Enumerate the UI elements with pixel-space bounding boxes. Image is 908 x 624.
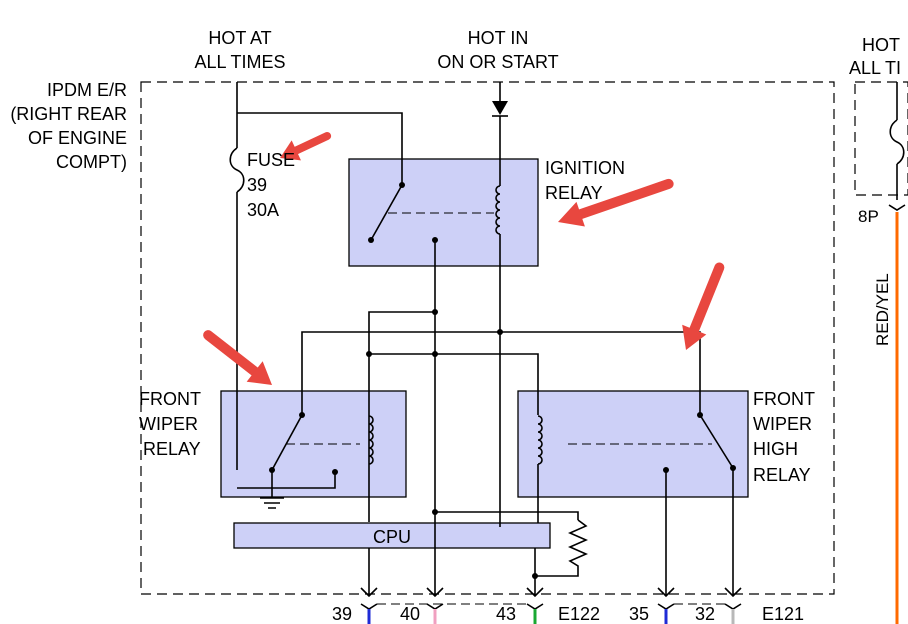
module-label-line1: IPDM E/R bbox=[47, 80, 127, 100]
front-wiper-high-relay-coil bbox=[537, 415, 543, 465]
always-hot-branch bbox=[237, 112, 403, 185]
module-label-line4: COMPT) bbox=[56, 152, 127, 172]
ground-icon bbox=[260, 497, 284, 509]
high-relay-label-line1: FRONT bbox=[753, 389, 815, 409]
front-wiper-relay-box bbox=[220, 390, 407, 498]
front-wiper-relay-nc-wire bbox=[237, 472, 336, 489]
resistor-top-wire bbox=[435, 511, 579, 520]
front-wiper-high-relay-contact bbox=[699, 414, 734, 469]
front-wiper-relay-label-line1: FRONT bbox=[139, 389, 201, 409]
ignition-relay-box bbox=[348, 158, 539, 267]
supply-ign-line1: HOT IN bbox=[468, 28, 529, 48]
supply-right-line1: HOT bbox=[862, 35, 900, 55]
supply-always-line2: ALL TIMES bbox=[194, 52, 285, 72]
supply-right-line2: ALL TI bbox=[849, 58, 901, 78]
pin-39-label: 39 bbox=[332, 604, 352, 624]
high-relay-label-line2: WIPER bbox=[753, 414, 812, 434]
fuse-label-line1: FUSE bbox=[247, 150, 295, 170]
front-wiper-relay-label-line2: WIPER bbox=[139, 414, 198, 434]
module-label-line3: OF ENGINE bbox=[28, 128, 127, 148]
fuse-label-line2: 39 bbox=[247, 175, 267, 195]
connector-e122-label: E122 bbox=[558, 604, 600, 624]
front-wiper-relay-coil bbox=[368, 415, 374, 465]
high-relay-label-line4: RELAY bbox=[753, 465, 811, 485]
supply-ign-line2: ON OR START bbox=[437, 52, 558, 72]
ignition-relay-label-line1: IGNITION bbox=[545, 158, 625, 178]
pin-32-label: 32 bbox=[695, 604, 715, 624]
dist-wire-1 bbox=[368, 311, 435, 522]
pin-35-label: 35 bbox=[629, 604, 649, 624]
front-wiper-relay-label-line3: RELAY bbox=[143, 439, 201, 459]
right-fuse-symbol bbox=[889, 119, 905, 165]
pin-43-label: 43 bbox=[496, 604, 516, 624]
right-fuse-module-box bbox=[854, 81, 908, 196]
fuse-symbol bbox=[229, 147, 245, 193]
ignition-relay-contact bbox=[370, 184, 403, 241]
ignition-relay-label-line2: RELAY bbox=[545, 183, 603, 203]
cpu-label: CPU bbox=[373, 527, 411, 547]
right-connector-label: 8P bbox=[858, 207, 879, 226]
red-arrow-high-relay bbox=[682, 262, 725, 350]
cpu-box bbox=[233, 522, 551, 549]
ignition-coil bbox=[495, 185, 501, 235]
pin-40-label: 40 bbox=[400, 604, 420, 624]
right-connector-icon bbox=[888, 204, 906, 211]
red-arrow-fuse bbox=[280, 132, 332, 161]
dist-wire-2 bbox=[369, 353, 539, 415]
resistor-icon bbox=[535, 519, 588, 577]
high-relay-label-line3: HIGH bbox=[753, 439, 798, 459]
connector-e121-label: E121 bbox=[762, 604, 804, 624]
fuse-label-line3: 30A bbox=[247, 200, 279, 220]
front-wiper-relay-contact bbox=[271, 414, 303, 471]
right-wire-color-label: RED/YEL bbox=[873, 273, 892, 346]
red-arrow-front-wiper-relay bbox=[203, 330, 272, 385]
ign-diode-icon bbox=[492, 101, 508, 115]
red-arrow-ignition-relay bbox=[558, 178, 674, 227]
module-label-line2: (RIGHT REAR bbox=[10, 104, 127, 124]
supply-always-line1: HOT AT bbox=[208, 28, 271, 48]
ipdm-module-box bbox=[140, 81, 835, 595]
dist-wire-3 bbox=[301, 331, 500, 415]
